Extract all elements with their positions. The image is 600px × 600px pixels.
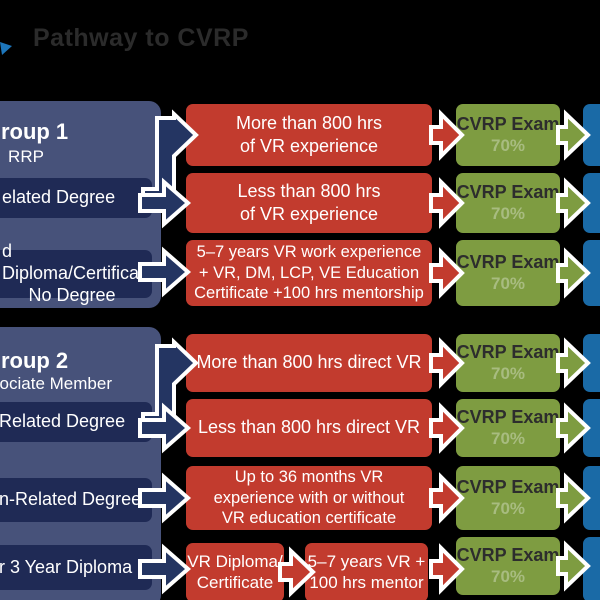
group1-subtitle: RRP xyxy=(8,147,44,166)
group2-subtitle: SS, Associate Member xyxy=(0,374,112,393)
exam-box: CVRP Exam 70% xyxy=(456,466,560,530)
exam-pass-mark: 70% xyxy=(490,566,526,586)
requirement-line: More than 800 hrs xyxy=(235,112,383,133)
exam-pass-mark: 70% xyxy=(490,428,526,448)
group1-member-related-degree: elated Degree xyxy=(0,178,152,218)
exam-box: CVRP Exam 70% xyxy=(456,173,560,233)
member-label: Related Degree xyxy=(0,411,126,432)
requirement-line: 100 hrs mentor xyxy=(309,572,424,592)
member-label-line1: d Diploma/Certificate xyxy=(2,241,155,284)
requirement-box: Less than 800 hrs of VR experience xyxy=(186,173,432,233)
requirement-line: Up to 36 months VR xyxy=(234,467,384,486)
requirement-line: Less than 800 hrs direct VR xyxy=(197,417,421,438)
group2-member-3-year-diploma: r 3 Year Diploma xyxy=(0,545,152,590)
requirement-line: of VR experience xyxy=(239,136,379,156)
exam-pass-mark: 70% xyxy=(490,363,526,383)
exam-label: CVRP Exam xyxy=(456,252,560,272)
exam-pass-mark: 70% xyxy=(490,203,526,223)
group1-name: Group 1 xyxy=(0,119,69,144)
exam-label: CVRP Exam xyxy=(456,545,560,565)
member-label-line2: No Degree xyxy=(28,284,116,305)
group2-member-related-degree: Related Degree xyxy=(0,402,152,442)
requirement-box: Less than 800 hrs direct VR xyxy=(186,399,432,457)
requirement-line: VR education certificate xyxy=(221,509,397,528)
exam-label: CVRP Exam xyxy=(456,342,560,362)
exam-box: CVRP Exam 70% xyxy=(456,334,560,392)
requirement-box: 5–7 years VR + 100 hrs mentor xyxy=(305,543,428,600)
requirement-line: of VR experience xyxy=(239,204,379,224)
requirement-box: Up to 36 months VR experience with or wi… xyxy=(186,466,432,530)
exam-box: CVRP Exam 70% xyxy=(456,399,560,457)
requirement-line: VR Diploma/ xyxy=(187,551,283,571)
requirement-box: More than 800 hrs direct VR xyxy=(186,334,432,392)
result-box xyxy=(583,466,600,530)
member-label: elated Degree xyxy=(2,187,116,208)
exam-label: CVRP Exam xyxy=(456,407,560,427)
page-title: Pathway to CVRP xyxy=(33,24,249,52)
requirement-line: 5–7 years VR + xyxy=(307,551,426,571)
group2-member-non-related-degree: n-Related Degree xyxy=(0,478,152,522)
exam-box: CVRP Exam 70% xyxy=(456,104,560,166)
requirement-line: Certificate xyxy=(196,572,274,592)
exam-pass-mark: 70% xyxy=(490,273,526,293)
exam-label: CVRP Exam xyxy=(456,114,560,134)
result-box xyxy=(583,104,600,166)
exam-box: CVRP Exam 70% xyxy=(456,537,560,595)
exam-pass-mark: 70% xyxy=(490,135,526,155)
exam-label: CVRP Exam xyxy=(456,477,560,497)
requirement-box: VR Diploma/ Certificate xyxy=(186,543,284,600)
result-box xyxy=(583,334,600,392)
requirement-line: Less than 800 hrs xyxy=(237,180,381,201)
result-box xyxy=(583,173,600,233)
exam-label: CVRP Exam xyxy=(456,182,560,202)
result-box xyxy=(583,399,600,457)
logo-fragment-icon xyxy=(0,42,12,55)
member-label: n-Related Degree xyxy=(0,489,142,510)
requirement-line: Certificate +100 hrs mentorship xyxy=(194,284,424,303)
exam-pass-mark: 70% xyxy=(490,498,526,518)
result-box xyxy=(583,537,600,600)
requirement-line: More than 800 hrs direct VR xyxy=(196,352,422,373)
member-label: r 3 Year Diploma xyxy=(0,556,133,577)
requirement-line: 5–7 years VR work experience xyxy=(196,242,422,261)
group2-name: Group 2 xyxy=(0,348,69,373)
result-box xyxy=(583,240,600,306)
requirement-box: More than 800 hrs of VR experience xyxy=(186,104,432,166)
requirement-box: 5–7 years VR work experience + VR, DM, L… xyxy=(186,240,432,306)
requirement-line: experience with or without xyxy=(213,488,405,507)
requirement-line: + VR, DM, LCP, VE Education xyxy=(198,263,420,282)
exam-box: CVRP Exam 70% xyxy=(456,240,560,306)
group1-member-diploma-certificate: d Diploma/Certificate No Degree xyxy=(0,241,154,305)
